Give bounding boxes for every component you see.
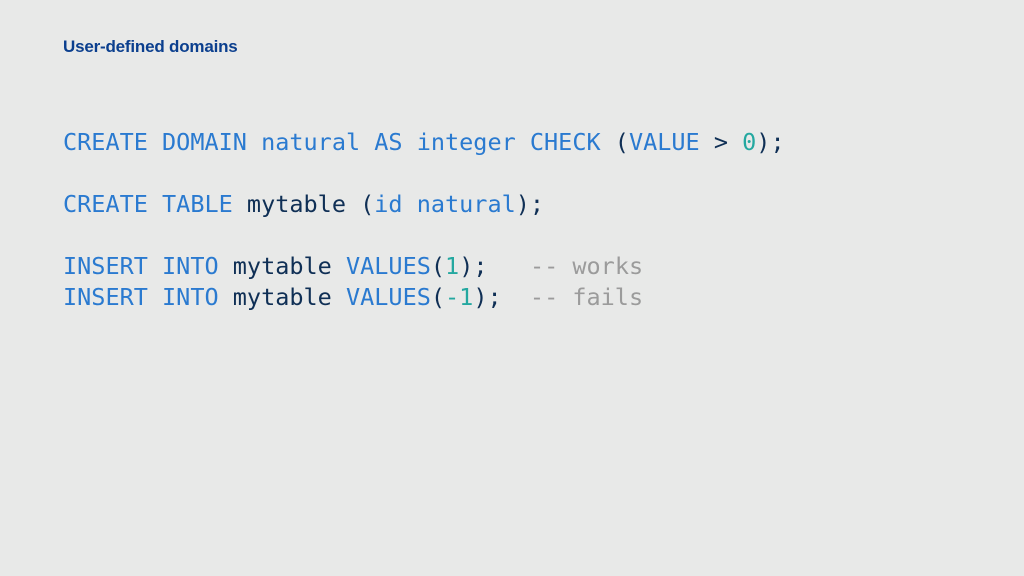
code-token-keyword: id natural (374, 190, 516, 218)
code-token-identifier: mytable (218, 252, 346, 280)
code-token-identifier: mytable ( (232, 190, 375, 218)
code-token-keyword: VALUE (628, 128, 700, 156)
code-token-punctuation: ); (515, 190, 545, 218)
code-blank-line (63, 220, 785, 251)
code-token-keyword: INSERT INTO (63, 283, 219, 311)
code-token-punctuation: ); (473, 283, 530, 311)
code-token-number: -1 (445, 283, 474, 311)
code-line: INSERT INTO mytable VALUES(1); -- works (63, 251, 785, 282)
code-line: CREATE TABLE mytable (id natural); (63, 189, 785, 220)
code-token-punctuation: ( (430, 252, 446, 280)
code-token-punctuation: ( (430, 283, 446, 311)
code-token-keyword: CREATE DOMAIN natural AS integer CHECK (63, 128, 601, 156)
code-token-comment: -- fails (529, 283, 644, 311)
code-line: INSERT INTO mytable VALUES(-1); -- fails (63, 282, 785, 313)
code-token-punctuation: ); (756, 128, 785, 156)
code-token-number: 1 (445, 252, 460, 280)
code-token-comment: -- works (529, 252, 644, 280)
code-token-keyword: INSERT INTO (63, 252, 219, 280)
code-blank-line (63, 158, 785, 189)
code-token-number: 0 (742, 128, 757, 156)
code-token-punctuation: > (699, 128, 743, 156)
code-token-identifier: mytable (218, 283, 346, 311)
code-token-keyword: VALUES (345, 283, 431, 311)
code-token-keyword: VALUES (345, 252, 431, 280)
slide-title: User-defined domains (63, 37, 238, 56)
code-line: CREATE DOMAIN natural AS integer CHECK (… (63, 127, 785, 158)
code-token-punctuation: ); (459, 252, 530, 280)
code-block: CREATE DOMAIN natural AS integer CHECK (… (63, 127, 785, 313)
code-token-keyword: CREATE TABLE (63, 190, 233, 218)
code-token-punctuation: ( (600, 128, 629, 156)
